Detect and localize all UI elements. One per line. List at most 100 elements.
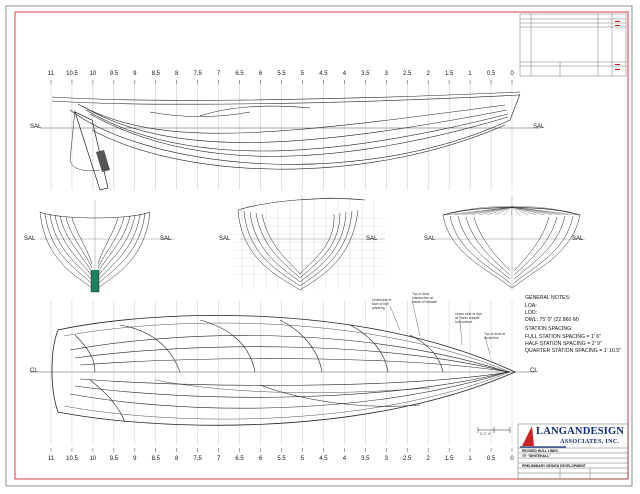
fwd-deck-ray <box>478 206 513 216</box>
logo-sail-icon <box>522 426 534 446</box>
station-number-bottom: 3.5 <box>361 456 370 462</box>
fwd-deck-ray <box>454 206 513 216</box>
station-number-bottom: 0.5 <box>486 456 496 462</box>
station-number-top: 10.5 <box>66 71 78 77</box>
station-number-top: 4.5 <box>319 71 328 77</box>
station-number-top: 0.5 <box>486 71 496 77</box>
section-view-aft <box>39 200 175 293</box>
sheet-border-outer <box>5 5 633 487</box>
station-number-bottom: 11 <box>47 456 55 462</box>
fwd-deck-ray <box>445 206 513 216</box>
sal-label-fwd-left: SAL <box>424 236 436 242</box>
notes-full-spacing: FULL STATION SPACING = 1' 6" <box>525 334 602 340</box>
revision-block <box>519 13 627 77</box>
cl-label-plan-left: CL <box>30 368 38 374</box>
station-number-top: 5 <box>300 71 305 77</box>
station-number-top: 2.5 <box>403 71 412 77</box>
station-number-top: 4 <box>342 71 347 77</box>
notes-heading: GENERAL NOTES: <box>525 295 571 301</box>
station-number-bottom: 10.5 <box>66 456 78 462</box>
station-number-bottom: 2 <box>426 456 430 462</box>
annotation-planking: Underside of face of hull planking <box>372 298 392 310</box>
station-number-bottom: 4.5 <box>319 456 328 462</box>
station-number-top: 6.5 <box>235 71 244 77</box>
fwd-deck-ray <box>511 206 578 216</box>
station-number-bottom: 10 <box>89 456 97 462</box>
fwd-deck-ray <box>503 206 513 216</box>
logo-name: LANGANDESIGN <box>536 426 625 437</box>
station-number-bottom: 6.5 <box>235 456 244 462</box>
notes-half-spacing: HALF STATION SPACING = 2' 9" <box>525 341 602 347</box>
station-number-bottom: 1.5 <box>444 456 454 462</box>
scale-bar-label: 0'-2"-4" <box>480 432 491 436</box>
logo-subtitle: ASSOCIATES, INC. <box>560 438 620 445</box>
station-number-bottom: 6 <box>258 456 263 462</box>
station-number-bottom: 1 <box>468 456 472 462</box>
sal-label-aft-left: SAL <box>24 236 36 242</box>
fwd-deck-ray <box>486 206 513 216</box>
station-number-bottom: 5 <box>300 456 305 462</box>
plan-view <box>30 300 535 452</box>
fwd-deck-ray <box>511 206 529 216</box>
sal-label-mid-left: SAL <box>219 236 231 242</box>
station-number-top: 1 <box>468 71 472 77</box>
station-number-top: 0 <box>510 71 514 77</box>
fwd-deck-ray <box>511 206 537 216</box>
drawing-title: REVISED HULL LINES <box>522 449 558 453</box>
sal-label-aft-right: SAL <box>160 236 172 242</box>
fwd-deck-ray <box>470 206 513 216</box>
title-block <box>517 423 629 480</box>
fwd-deck-ray <box>511 206 553 216</box>
notes-loa: LOA: <box>525 303 537 309</box>
fwd-deck-ray <box>511 206 561 216</box>
sheet-border-red <box>14 11 629 480</box>
profile-view <box>40 80 540 191</box>
station-number-top: 2 <box>426 71 430 77</box>
station-number-bottom: 7 <box>216 456 221 462</box>
station-number-top: 5.5 <box>277 71 286 77</box>
station-number-top: 7.5 <box>193 71 202 77</box>
sal-label-fwd-right: SAL <box>572 236 584 242</box>
station-number-top: 7 <box>216 71 221 77</box>
station-number-bottom: 8.5 <box>151 456 160 462</box>
notes-dwl: DWL: 75' 0" (22.860 M) <box>525 317 579 323</box>
notes-lod: LOD: <box>525 310 538 316</box>
sal-label-mid-right: SAL <box>366 236 378 242</box>
station-number-top: 1.5 <box>444 71 454 77</box>
station-number-bottom: 9 <box>133 456 137 462</box>
fwd-deck-ray <box>511 206 520 216</box>
cl-label-plan-right: CL <box>530 368 538 374</box>
station-number-bottom: 9.5 <box>109 456 119 462</box>
section-view-fwd <box>435 195 585 290</box>
station-number-bottom: 3 <box>384 456 388 462</box>
notes-quarter-spacing: QUARTER STATION SPACING = 1' 10.5" <box>525 348 621 354</box>
leader-lines <box>389 299 491 356</box>
station-number-top: 9.5 <box>109 71 119 77</box>
station-number-top: 8 <box>175 71 179 77</box>
vessel-name: 75' "WHITEHALL" <box>522 454 551 458</box>
station-number-top: 10 <box>89 71 97 77</box>
station-number-top: 9 <box>133 71 137 77</box>
annotation-deck-centerline: Top of deck at centerline <box>484 332 506 340</box>
station-number-bottom: 8 <box>175 456 179 462</box>
station-number-bottom: 7.5 <box>193 456 202 462</box>
sal-label-profile-left: SAL <box>30 124 42 130</box>
drawing-subtitle: PRELIMINARY DESIGN DEVELOPMENT <box>522 464 586 468</box>
fwd-deck-ray <box>511 206 570 216</box>
station-number-bottom: 5.5 <box>277 456 286 462</box>
station-number-bottom: 4 <box>342 456 347 462</box>
scale-bar <box>477 427 511 433</box>
station-number-bottom: 2.5 <box>403 456 412 462</box>
sal-label-profile-right: SAL <box>533 124 545 130</box>
notes-spacing-heading: STATION SPACING: <box>525 326 573 332</box>
section-view-mid <box>232 195 385 292</box>
fwd-deck-ray <box>495 206 513 216</box>
fwd-deck-ray <box>462 206 513 216</box>
station-number-bottom: 0 <box>510 456 514 462</box>
station-number-top: 3.5 <box>361 71 370 77</box>
fwd-deck-ray <box>511 206 545 216</box>
annotation-bulwark: Top of deck intersection at inside of bu… <box>412 292 438 304</box>
station-number-top: 8.5 <box>151 71 160 77</box>
station-number-top: 6 <box>258 71 263 77</box>
annotation-sheer: Under side of dryt at Sheer outside hull… <box>455 312 482 324</box>
